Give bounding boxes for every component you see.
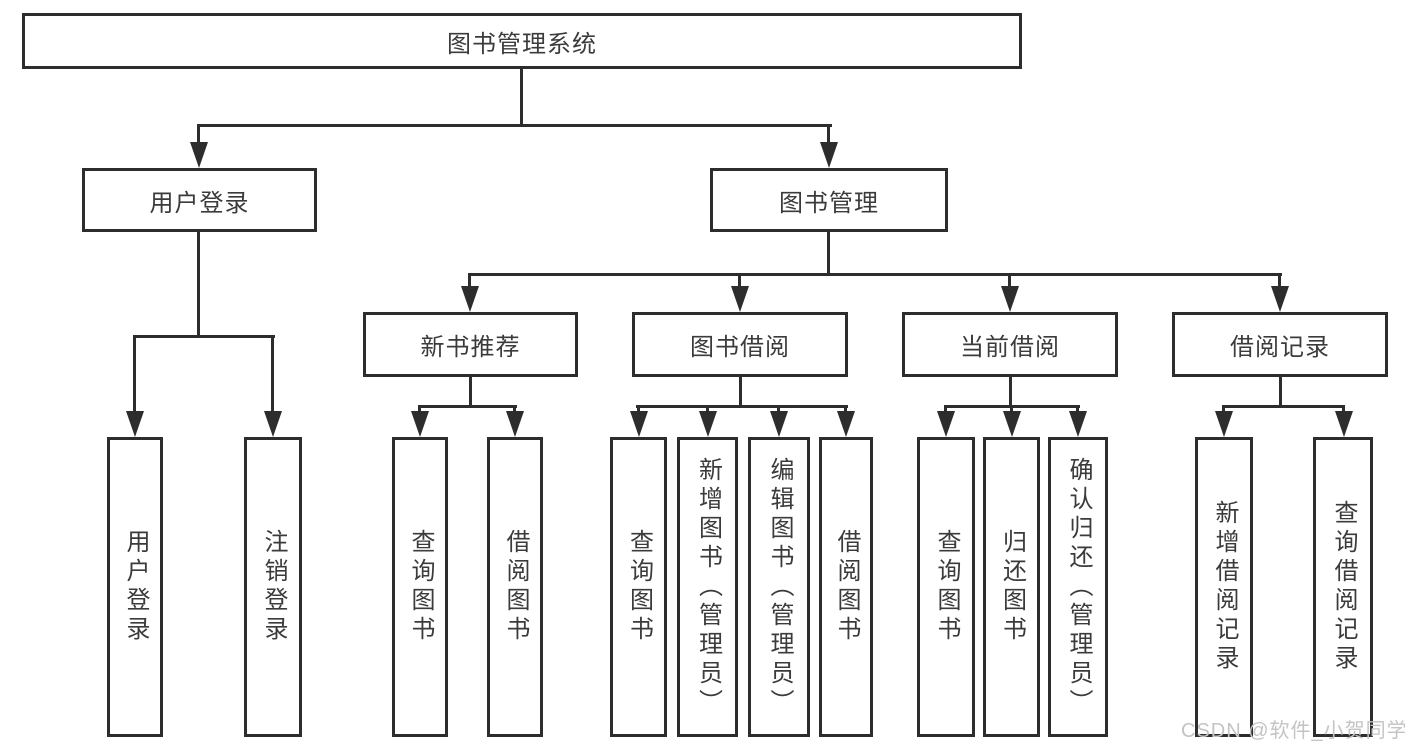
- arrow-down-icon: [1335, 411, 1353, 437]
- connector-vline: [133, 335, 136, 413]
- connector-hline: [133, 335, 275, 338]
- leaf-return-books: 归还图书: [983, 437, 1040, 737]
- leaf-query-books-borrow: 查询图书: [610, 437, 667, 737]
- leaf-query-books-current: 查询图书: [917, 437, 975, 737]
- arrow-down-icon: [699, 411, 717, 437]
- arrow-down-icon: [1001, 286, 1019, 312]
- connector-vline: [469, 377, 472, 408]
- arrow-down-icon: [937, 411, 955, 437]
- connector-vline: [1009, 377, 1012, 408]
- leaf-edit-books-admin: 编辑图书（管理员）: [748, 437, 810, 737]
- leaf-borrow-books-recommend: 借阅图书: [487, 437, 543, 737]
- arrow-down-icon: [1069, 411, 1087, 437]
- arrow-down-icon: [126, 411, 144, 437]
- connector-vline: [827, 124, 830, 146]
- connector-vline: [738, 273, 741, 291]
- node-book-management: 图书管理: [710, 168, 948, 232]
- leaf-query-books-recommend: 查询图书: [392, 437, 448, 737]
- leaf-logout: 注销登录: [244, 437, 302, 737]
- connector-vline: [1278, 273, 1281, 291]
- arrow-down-icon: [1215, 411, 1233, 437]
- connector-vline: [1279, 377, 1282, 408]
- arrow-down-icon: [506, 411, 524, 437]
- arrow-down-icon: [731, 286, 749, 312]
- node-new-book-recommend: 新书推荐: [363, 312, 578, 377]
- leaf-add-borrow-record: 新增借阅记录: [1195, 437, 1253, 737]
- arrow-down-icon: [630, 411, 648, 437]
- arrow-down-icon: [1271, 286, 1289, 312]
- csdn-watermark: CSDN @软件_小贺同学: [1181, 720, 1405, 742]
- arrow-down-icon: [190, 142, 208, 168]
- leaf-confirm-return-admin: 确认归还（管理员）: [1048, 437, 1108, 737]
- connector-hline: [468, 273, 1282, 276]
- leaf-query-borrow-record: 查询借阅记录: [1313, 437, 1373, 737]
- leaf-user-login: 用户登录: [107, 437, 163, 737]
- connector-vline: [271, 335, 274, 413]
- connector-vline: [468, 273, 471, 291]
- connector-hline: [636, 405, 848, 408]
- connector-vline: [197, 124, 200, 146]
- node-current-borrow: 当前借阅: [902, 312, 1118, 377]
- arrow-down-icon: [461, 286, 479, 312]
- arrow-down-icon: [820, 142, 838, 168]
- connector-vline: [520, 68, 523, 126]
- leaf-borrow-books: 借阅图书: [819, 437, 873, 737]
- arrow-down-icon: [837, 411, 855, 437]
- arrow-down-icon: [1003, 411, 1021, 437]
- arrow-down-icon: [264, 411, 282, 437]
- arrow-down-icon: [411, 411, 429, 437]
- leaf-add-books-admin: 新增图书（管理员）: [677, 437, 738, 737]
- connector-vline: [739, 377, 742, 408]
- connector-hline: [1222, 405, 1345, 408]
- connector-vline: [197, 232, 200, 338]
- connector-hline: [198, 124, 832, 127]
- connector-vline: [1008, 273, 1011, 291]
- node-book-borrow: 图书借阅: [632, 312, 848, 377]
- node-user-login: 用户登录: [82, 168, 317, 232]
- node-borrow-records: 借阅记录: [1172, 312, 1388, 377]
- connector-hline: [418, 405, 517, 408]
- connector-vline: [827, 232, 830, 276]
- node-root: 图书管理系统: [22, 13, 1022, 69]
- arrow-down-icon: [770, 411, 788, 437]
